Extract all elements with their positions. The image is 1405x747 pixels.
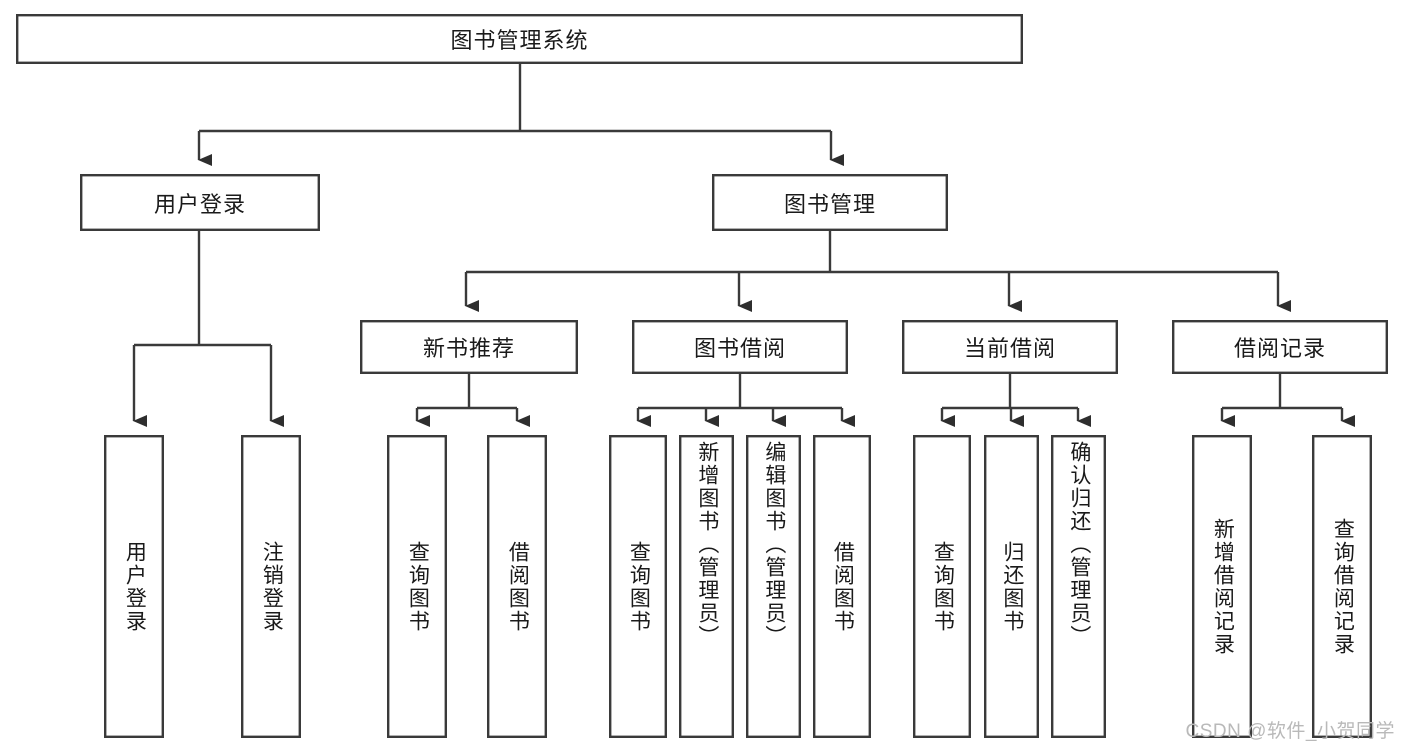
node-leaf-edit-book-admin[interactable] — [746, 435, 802, 739]
node-leaf-add-borrow-record[interactable] — [1191, 435, 1252, 739]
node-leaf-borrow-book-rec[interactable] — [487, 435, 548, 739]
node-leaf-query-book-cur[interactable] — [913, 435, 972, 739]
node-user-login[interactable] — [79, 173, 321, 231]
node-leaf-logout[interactable] — [240, 435, 301, 739]
node-book-management-system[interactable] — [16, 13, 1023, 64]
node-new-book-recommend[interactable] — [360, 320, 579, 375]
node-leaf-query-borrow-record[interactable] — [1311, 435, 1372, 739]
node-leaf-return-book[interactable] — [984, 435, 1040, 739]
node-leaf-add-book-admin[interactable] — [679, 435, 735, 739]
node-leaf-borrow-book-bor[interactable] — [813, 435, 872, 739]
node-book-borrow[interactable] — [632, 320, 849, 375]
node-book-management[interactable] — [712, 173, 949, 231]
node-current-borrow[interactable] — [902, 320, 1119, 375]
node-leaf-user-login[interactable] — [103, 435, 164, 739]
node-leaf-query-book-bor[interactable] — [609, 435, 668, 739]
csdn-watermark: CSDN @软件_小贺同学 — [1185, 721, 1395, 742]
node-leaf-query-book-rec[interactable] — [387, 435, 448, 739]
node-borrow-record[interactable] — [1171, 320, 1388, 375]
node-leaf-confirm-return-admin[interactable] — [1050, 435, 1106, 739]
